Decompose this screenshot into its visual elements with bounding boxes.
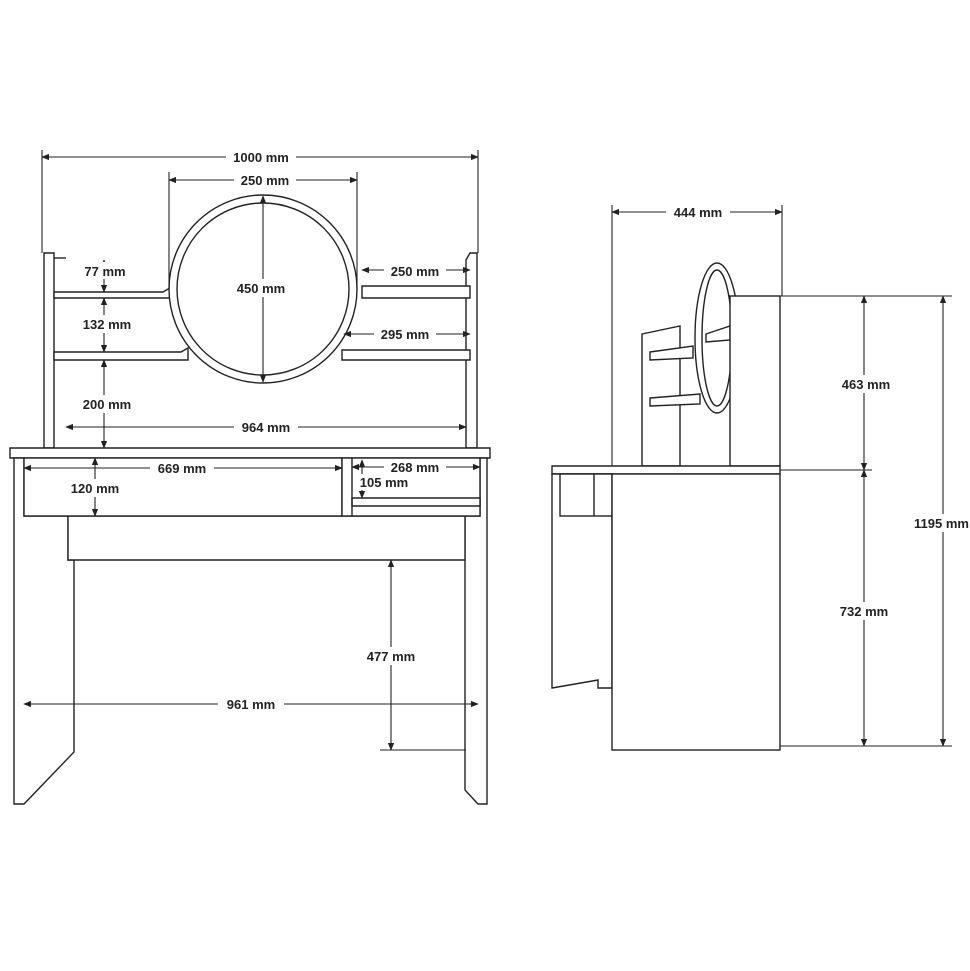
side-view (551, 262, 781, 751)
right-shelf-upper (361, 285, 471, 299)
dimension-labels: 1000 mm 250 mm 450 mm 77 mm 132 mm 200 m… (64, 148, 970, 713)
dim-drawer-width: 669 mm (158, 461, 206, 476)
desk-top (9, 447, 491, 459)
dim-total-height: 1195 mm (914, 516, 969, 531)
hutch-left-panel (43, 252, 55, 449)
left-shelf-upper (53, 286, 171, 299)
dim-hutch-height: 463 mm (842, 377, 890, 392)
dim-shelf-gap-bottom: 200 mm (83, 397, 131, 412)
front-view (9, 194, 491, 805)
dim-shelf-gap-middle: 132 mm (83, 317, 131, 332)
dim-depth: 444 mm (674, 205, 722, 220)
dim-leg-inner-width: 961 mm (227, 697, 275, 712)
left-shelf-lower (53, 346, 189, 361)
dim-total-width: 1000 mm (233, 150, 289, 165)
dim-desk-height: 732 mm (840, 604, 888, 619)
side-front-panel (611, 473, 781, 751)
dim-top-shelf-width: 250 mm (391, 264, 439, 279)
dim-mirror-width: 250 mm (241, 173, 289, 188)
dim-drawer-height: 120 mm (71, 481, 119, 496)
side-hutch-panel (729, 295, 781, 467)
apron (67, 515, 466, 561)
dim-leg-clearance-height: 477 mm (367, 649, 415, 664)
hutch-right-panel (465, 252, 478, 449)
side-desk-top (551, 465, 781, 475)
side-drawer-box (559, 473, 613, 517)
dim-shelf-gap-top: 77 mm (84, 264, 125, 279)
dim-hutch-inner-width: 964 mm (242, 420, 290, 435)
right-shelf-lower (341, 349, 471, 361)
dim-side-compartment-width: 268 mm (391, 460, 439, 475)
side-compartment-shelf (351, 497, 481, 507)
side-hutch-shelf-lower (649, 393, 701, 407)
side-hutch-shelf-upper (649, 345, 694, 361)
dim-side-compartment-height: 105 mm (360, 475, 408, 490)
dim-mirror-height: 450 mm (237, 281, 285, 296)
dim-lower-shelf-width: 295 mm (381, 327, 429, 342)
